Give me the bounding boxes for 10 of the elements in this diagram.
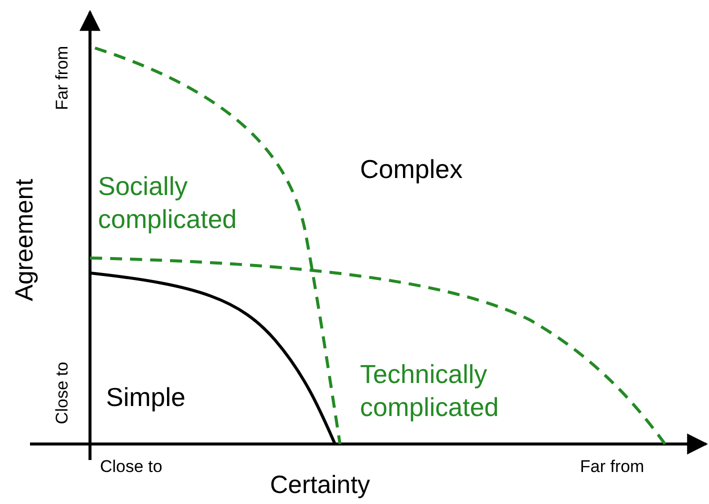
axis-end-label: Far from xyxy=(51,46,72,110)
region-label: Simple xyxy=(106,381,186,414)
region-label: Complex xyxy=(360,153,463,186)
axis-title: Certainty xyxy=(270,470,370,501)
axis-end-label: Close to xyxy=(51,362,72,424)
axis-end-label: Far from xyxy=(580,456,644,478)
region-label: Technically complicated xyxy=(360,358,500,423)
region-label: Socially complicated xyxy=(98,170,238,235)
axis-end-label: Close to xyxy=(100,456,162,478)
axis-title: Agreement xyxy=(9,178,40,302)
